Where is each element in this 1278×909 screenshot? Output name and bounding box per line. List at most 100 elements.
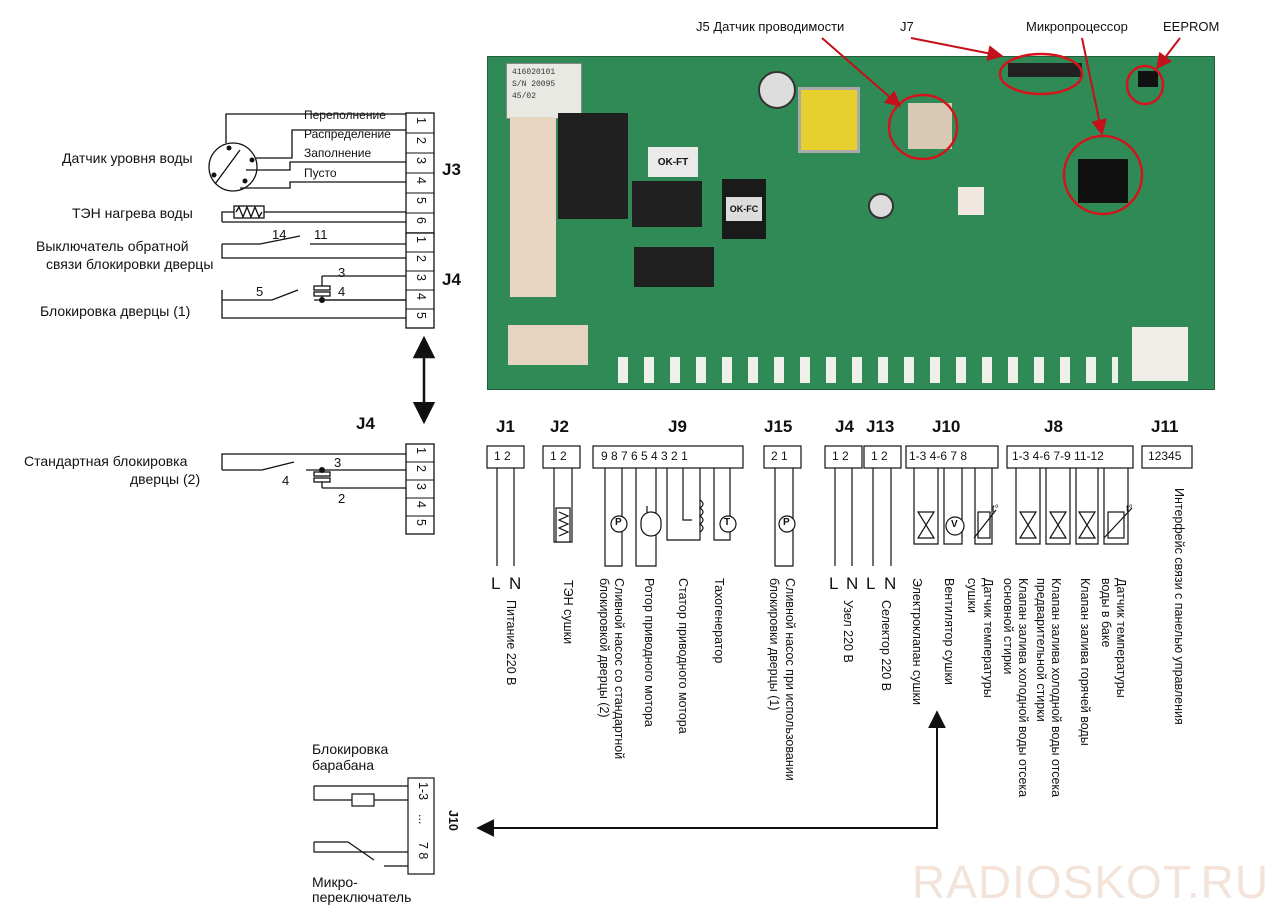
bottom-strip [618, 357, 1118, 383]
j13-n: N [884, 574, 897, 593]
heater-label: ТЭН нагрева воды [72, 205, 193, 221]
connector-block-left [510, 117, 556, 297]
j5-highlight [887, 93, 959, 161]
pin-4: 4 [282, 473, 290, 488]
label-j5: J5 Датчик проводимости [696, 19, 845, 34]
connector-j1-pins: 1 2 [494, 449, 511, 463]
connector-j10-pins: 1-3 4-6 7 8 [909, 449, 968, 463]
eeprom-chip [1138, 71, 1158, 87]
relay-label: OK-FC [729, 204, 759, 214]
door-lock-label: Блокировка дверцы (1) [40, 303, 191, 319]
std-lock-line-1: Стандартная блокировка [24, 453, 188, 469]
j4-description: Узел 220 В [841, 600, 855, 663]
j3-line-overflow: Переполнение [304, 108, 386, 122]
connector-j10-title: J10 [932, 417, 961, 436]
relay-block [558, 113, 628, 219]
j4-top-label: J4 [442, 270, 461, 289]
temp-symbol: t° [992, 504, 999, 515]
pcb-board: 416020101 S/N 20095 45/02 OK-FT OK-FC [487, 56, 1215, 390]
j4-pin: 4 [414, 293, 428, 300]
pin-2: 2 [338, 491, 346, 506]
j3-line-empty: Пусто [304, 166, 337, 180]
j8-cold-main-line-2: основной стирки [1001, 578, 1015, 675]
j1-l: L [491, 574, 501, 593]
label-j7: J7 [900, 19, 914, 34]
j4-std-pin: 3 [414, 483, 428, 490]
j8-temp-line-1: Датчик температуры [1114, 578, 1128, 698]
j5-connector [908, 103, 952, 149]
connector-j2-title: J2 [550, 417, 569, 436]
connector-j1-title: J1 [496, 417, 515, 436]
j1-n: N [509, 574, 522, 593]
j10-fan: Вентилятор сушки [942, 578, 956, 685]
connector-j13-pins: 1 2 [871, 449, 888, 463]
sticker-line: 416020101 [512, 68, 556, 77]
sticker-line: S/N 20095 [512, 80, 556, 89]
j13-l: L [866, 574, 876, 593]
feedback-switch-line-2: связи блокировки дверцы [46, 256, 214, 272]
relay-ok-ft: OK-FT [648, 147, 698, 177]
relay-ok-fc-label: OK-FC [726, 197, 762, 221]
j9-stator: Статор приводного мотора [676, 578, 690, 734]
drum-lock-line-1: Блокировка [312, 741, 389, 757]
relay-label: OK-FT [657, 156, 689, 168]
pin-14: 14 [272, 227, 287, 242]
pin-4: 4 [338, 284, 346, 299]
drum-lock-line-2: барабана [312, 757, 375, 773]
j9-tacho: Тахогенератор [712, 578, 726, 664]
j4-std-pin: 4 [414, 501, 428, 508]
relay-block [632, 181, 702, 227]
microswitch-line-1: Микро- [312, 874, 358, 890]
fan-symbol: V [951, 519, 958, 530]
j4-l: L [829, 574, 839, 593]
microswitch-line-2: переключатель [312, 889, 412, 905]
connector-j11-title: J11 [1151, 417, 1179, 436]
tacho-symbol: T [724, 517, 731, 528]
j4-std-pin: 5 [414, 519, 428, 526]
connector-j2-pins: 1 2 [550, 449, 567, 463]
water-level-sensor-label: Датчик уровня воды [62, 150, 193, 166]
j8-hot: Клапан залива горячей воды [1078, 578, 1092, 746]
j3-pin: 1 [414, 117, 428, 124]
pin-11: 11 [314, 227, 328, 242]
board-sticker: 416020101 S/N 20095 45/02 [506, 63, 582, 119]
connector-j13-title: J13 [866, 417, 895, 436]
watermark: RADIOSKOT.RU [912, 856, 1270, 908]
j3-line-fill: Заполнение [304, 146, 372, 160]
j8-temp-line-2: воды в баке [1099, 578, 1113, 648]
connector-j4-title: J4 [835, 417, 854, 436]
connector-j9-title: J9 [668, 417, 687, 436]
j4-pin: 3 [414, 274, 428, 281]
j4-std-label: J4 [356, 414, 375, 433]
connector-j8-pins: 1-3 4-6 7-9 11-12 [1012, 449, 1104, 463]
label-eeprom: EEPROM [1163, 19, 1220, 34]
feedback-switch-line-1: Выключатель обратной [36, 238, 189, 254]
j3-label: J3 [442, 160, 461, 179]
j1-description: Питание 220 В [504, 600, 518, 686]
j9-rotor: Ротор приводного мотора [642, 578, 656, 727]
j7-highlight [998, 52, 1084, 96]
j3-line-distribution: Распределение [304, 127, 391, 141]
white-connector [958, 187, 984, 215]
j10-label: J10 [446, 810, 460, 831]
j10-valve: Электроклапан сушки [910, 578, 924, 705]
microprocessor-chip [1078, 159, 1128, 203]
connector-j8-title: J8 [1044, 417, 1063, 436]
j10-pin-bottom: 7 8 [416, 842, 430, 860]
j10-pin-dots: ... [416, 814, 430, 825]
j8-cold-pre-line-1: Клапан залива холодной воды отсека [1049, 578, 1063, 798]
connector-j15-title: J15 [764, 417, 793, 436]
bottom-connectors [1132, 327, 1188, 381]
j4-pin: 5 [414, 312, 428, 319]
j4-n: N [846, 574, 859, 593]
pin-3: 3 [334, 455, 342, 470]
j3-pin: 6 [414, 217, 428, 224]
j2-description: ТЭН сушки [561, 580, 575, 645]
j3-pin: 5 [414, 197, 428, 204]
j10-temp-line-2: сушки [965, 578, 979, 613]
connector-j11-pins: 12345 [1148, 449, 1182, 463]
std-lock-line-2: дверцы (2) [130, 471, 201, 487]
j4-pin: 2 [414, 255, 428, 262]
temp-symbol: t° [1126, 504, 1133, 515]
